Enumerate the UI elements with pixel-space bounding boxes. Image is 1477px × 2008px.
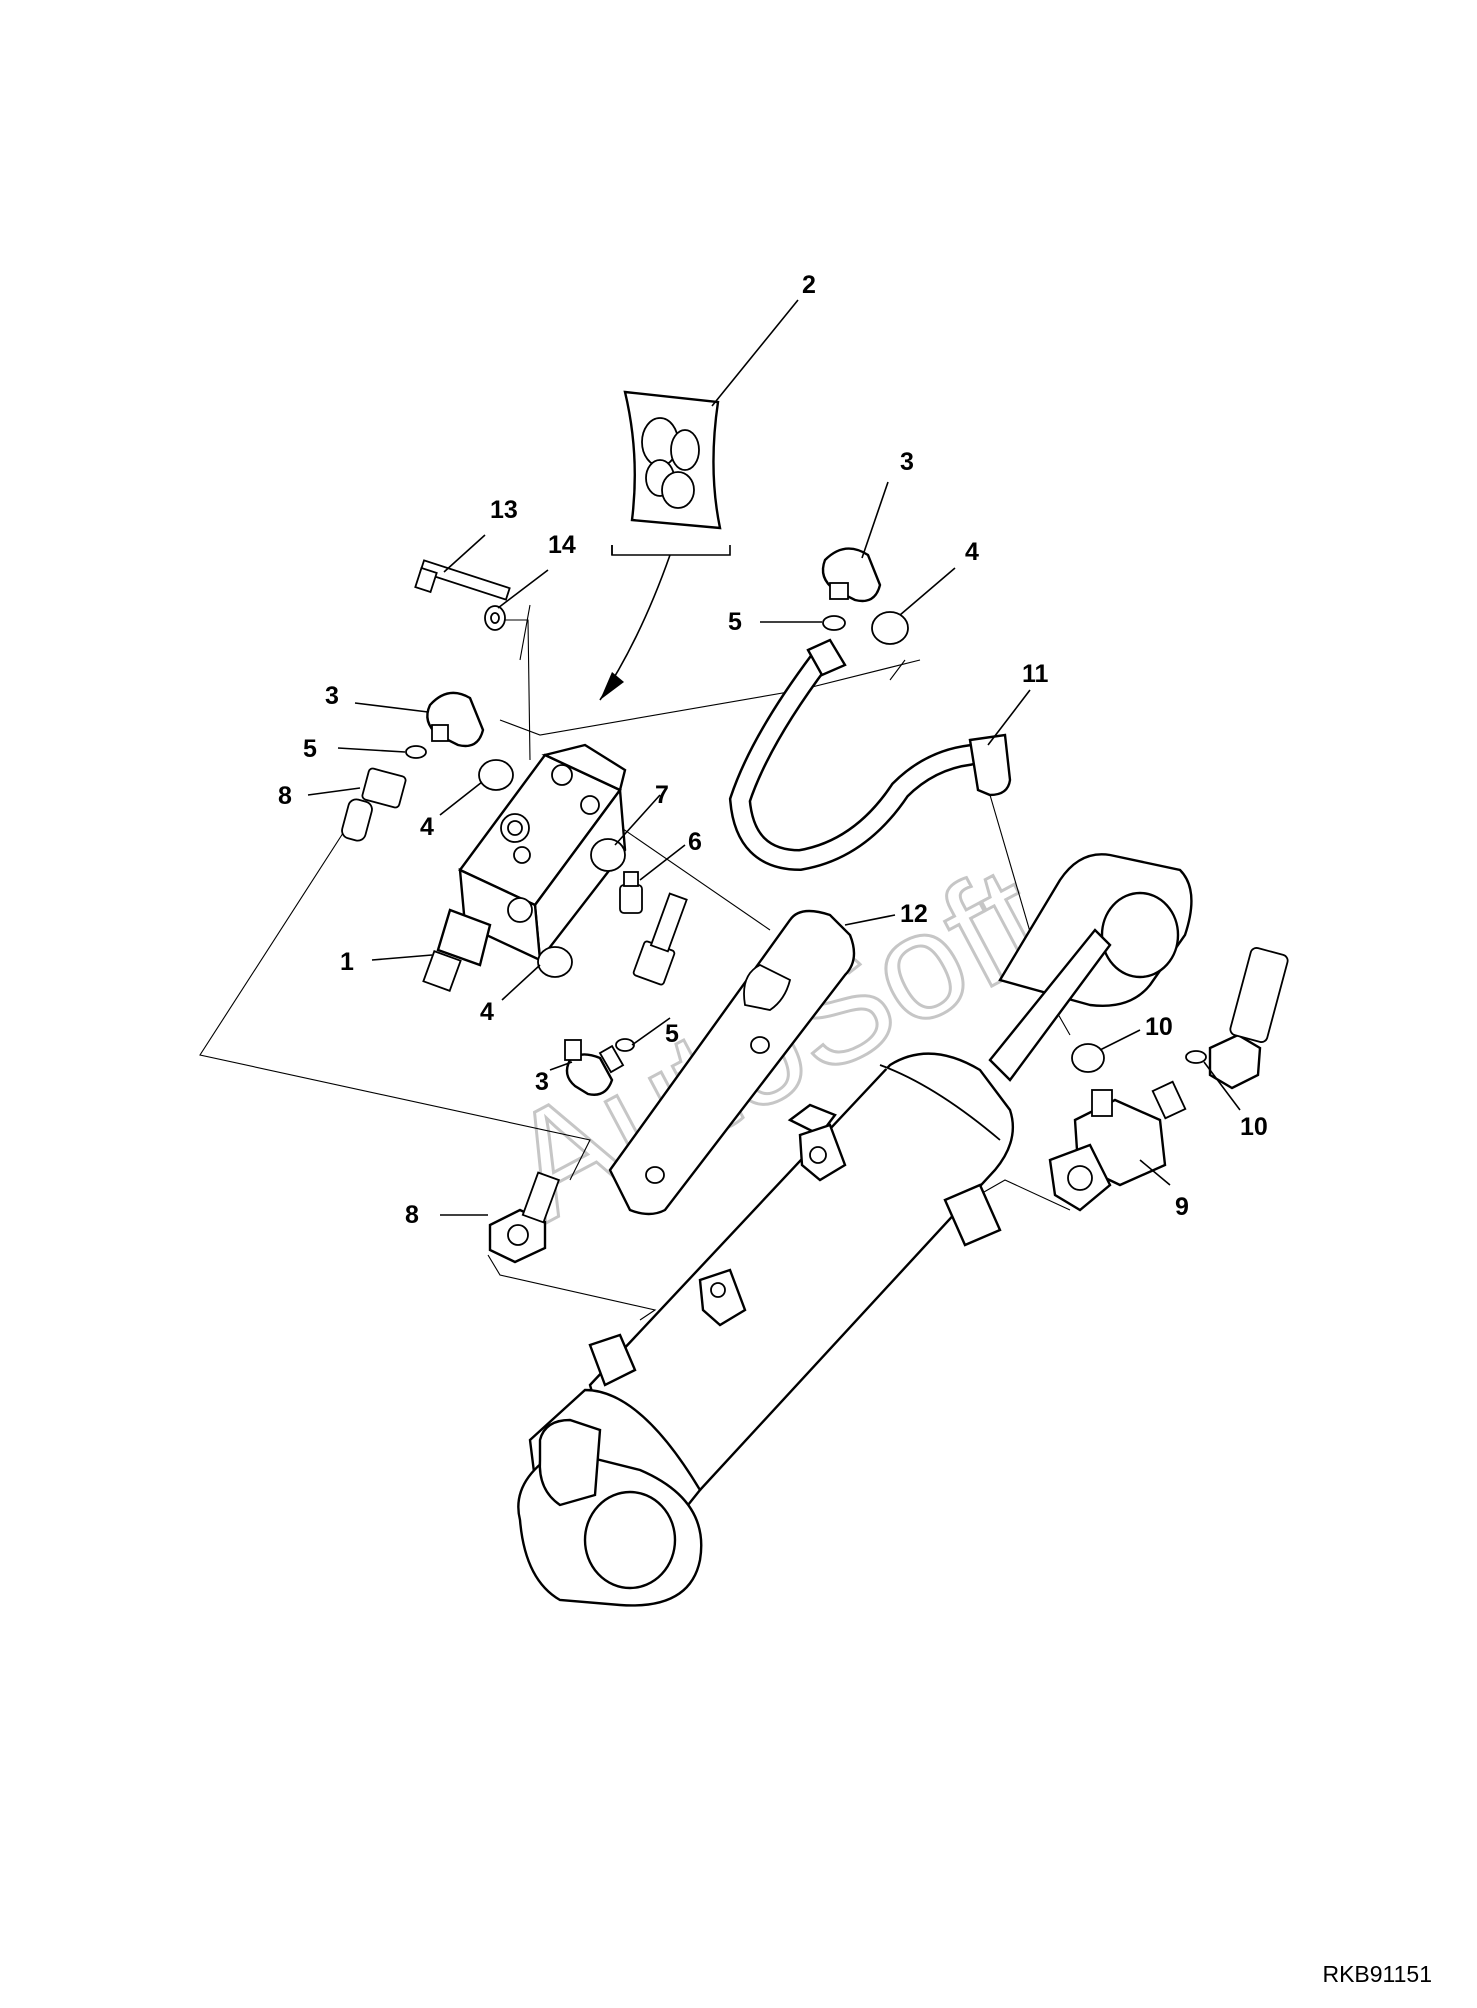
callout-8: 8: [405, 1201, 419, 1229]
o-ring: [615, 1038, 635, 1052]
callout-10: 10: [1240, 1113, 1268, 1141]
callout-3: 3: [325, 682, 339, 710]
callout-14: 14: [548, 531, 576, 559]
tee-fitting: [1048, 1080, 1187, 1212]
connector-upper: [341, 767, 407, 842]
callout-12: 12: [900, 900, 928, 928]
drawing-reference-code: RKB91151: [1322, 1961, 1432, 1987]
callout-9: 9: [1175, 1193, 1189, 1221]
seal-kit-bag: [599, 390, 731, 701]
callout-8: 8: [278, 782, 292, 810]
seal-disc: [1071, 1043, 1105, 1073]
o-ring: [822, 615, 846, 631]
seal-disc: [871, 611, 909, 645]
bolt: [414, 559, 511, 601]
washer: [484, 605, 506, 631]
callout-4: 4: [965, 538, 979, 566]
callout-2: 2: [802, 271, 816, 299]
callout-13: 13: [490, 496, 518, 524]
callout-6: 6: [688, 828, 702, 856]
callout-3: 3: [535, 1068, 549, 1096]
hydraulic-cylinder: [517, 853, 1193, 1607]
callout-1: 1: [340, 948, 354, 976]
hose: [728, 638, 1012, 872]
plug-fitting: [619, 871, 643, 914]
callout-11: 11: [1022, 660, 1049, 688]
callout-3: 3: [900, 448, 914, 476]
callout-4: 4: [480, 998, 494, 1026]
seal-disc: [590, 838, 626, 872]
callout-4: 4: [420, 813, 434, 841]
o-ring: [405, 745, 427, 759]
callout-5: 5: [303, 735, 317, 763]
connector-right: [1208, 947, 1289, 1090]
seal-disc: [537, 946, 573, 978]
callout-7: 7: [655, 781, 669, 809]
elbow-fitting-top: [821, 547, 882, 603]
assembly-lines: [199, 604, 1071, 1321]
bracket: [608, 909, 856, 1216]
callout-10: 10: [1145, 1013, 1173, 1041]
elbow-fitting-bottom: [564, 1039, 625, 1096]
callout-numbers: 2 3 4 5 11 13 14 3 5 8 4 7 6 1 12 4 5 3 …: [278, 271, 1268, 1229]
seal-disc: [478, 759, 514, 791]
callout-5: 5: [728, 608, 742, 636]
leader-lines: [307, 299, 1241, 1216]
pipe-adapter: [632, 892, 688, 986]
connector-lower: [488, 1171, 561, 1264]
elbow-fitting-left: [426, 691, 485, 748]
callout-5: 5: [665, 1020, 679, 1048]
o-ring: [1185, 1050, 1207, 1064]
valve-block: [422, 743, 627, 992]
